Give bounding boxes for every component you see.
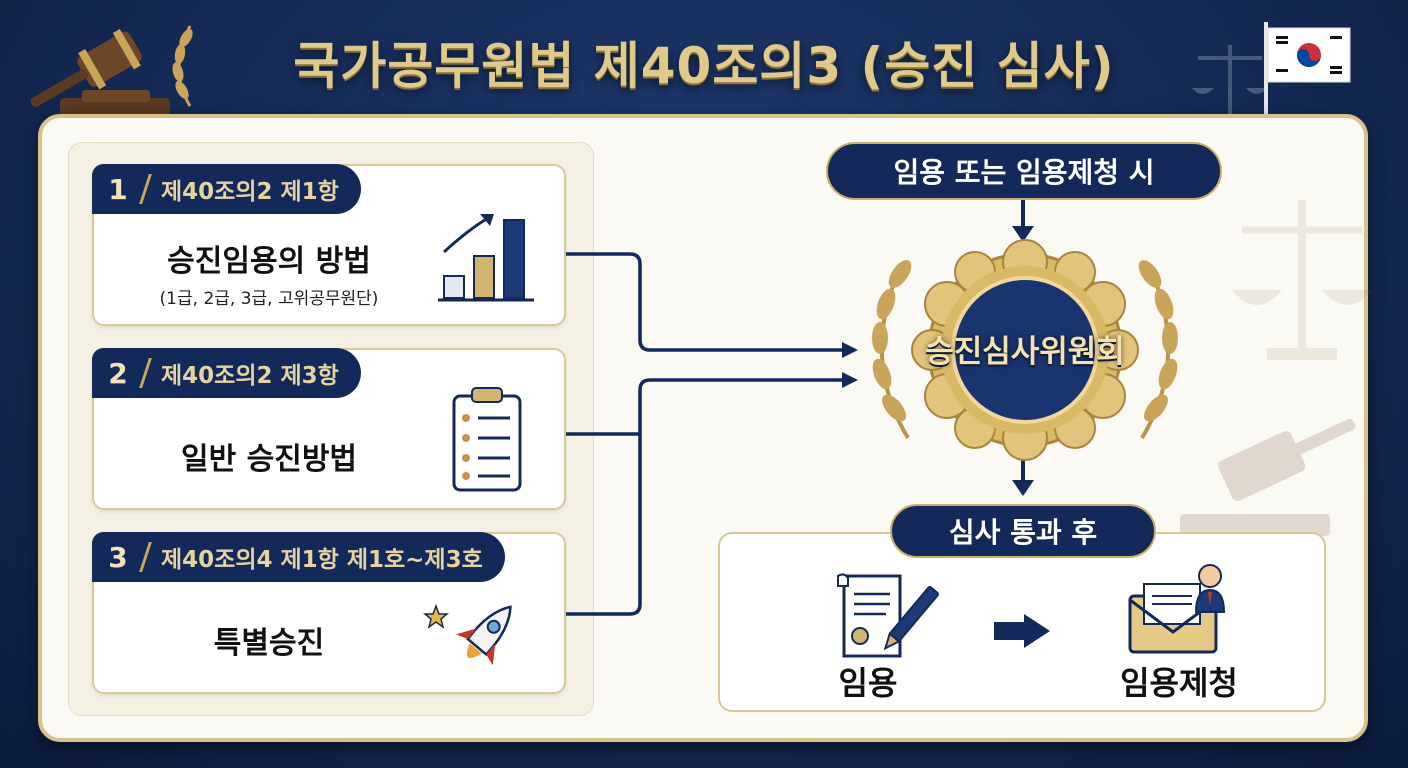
scales-icon xyxy=(1192,45,1268,115)
page-title: 국가공무원법 제40조의3 (승진 심사) xyxy=(293,37,1115,95)
card-title: 승진임용의 방법 xyxy=(167,244,371,279)
right-arrow-icon xyxy=(994,614,1050,648)
card-number: 3 xyxy=(108,540,128,574)
scales-watermark-icon xyxy=(1232,200,1372,360)
card-number: 1 xyxy=(108,172,128,206)
result-appointment-recommendation: 임용제청 xyxy=(1120,664,1238,702)
after-review-label: 심사 통과 후 xyxy=(890,504,1156,558)
clipboard-icon xyxy=(452,387,522,492)
article-reference: 제40조의2 제3항 xyxy=(161,363,339,389)
result-appointment: 임용 xyxy=(838,664,898,702)
card-general-promotion: 2 제40조의2 제3항 일반 승진방법 xyxy=(92,348,566,510)
trigger-label: 임용 또는 임용제청 시 xyxy=(826,142,1222,200)
card-title: 일반 승진방법 xyxy=(180,442,358,477)
envelope-person-icon xyxy=(1128,564,1226,654)
korean-flag-icon xyxy=(1264,22,1351,114)
article-reference: 제40조의2 제1항 xyxy=(161,179,339,205)
committee-emblem-icon xyxy=(872,239,1178,461)
card-tab: 3 제40조의4 제1항 제1호~제3호 xyxy=(92,532,505,582)
bar-chart-icon xyxy=(438,214,534,302)
card-tab: 2 제40조의2 제3항 xyxy=(92,348,361,398)
card-subtitle: (1급, 2급, 3급, 고위공무원단) xyxy=(159,289,379,309)
card-title: 특별승진 xyxy=(213,626,325,661)
document-pen-icon xyxy=(837,573,939,658)
laurel-icon xyxy=(172,25,193,107)
card-tab: 1 제40조의2 제1항 xyxy=(92,164,361,214)
article-reference: 제40조의4 제1항 제1호~제3호 xyxy=(161,547,483,573)
card-special-promotion: 3 제40조의4 제1항 제1호~제3호 특별승진 xyxy=(92,532,566,694)
gavel-watermark-icon xyxy=(1180,418,1356,536)
card-promotion-method: 1 제40조의2 제1항 승진임용의 방법 (1급, 2급, 3급, 고위공무원… xyxy=(92,164,566,326)
committee-name: 승진심사위원회 xyxy=(925,334,1125,370)
card-number: 2 xyxy=(108,356,128,390)
rocket-icon xyxy=(422,603,512,666)
